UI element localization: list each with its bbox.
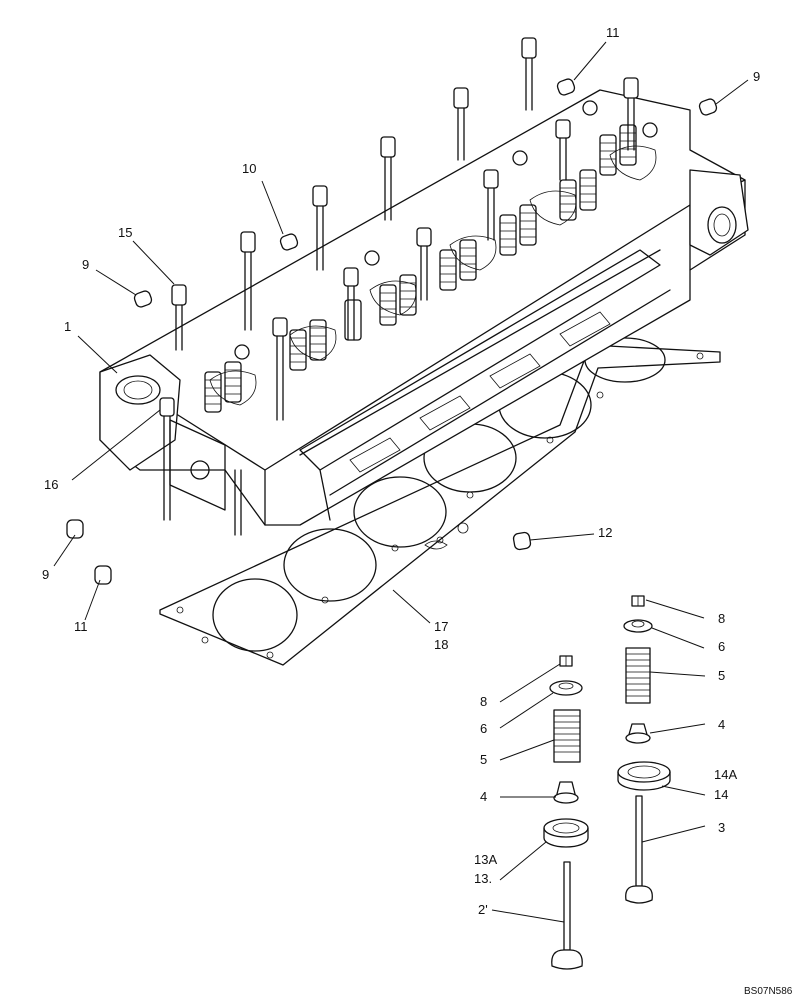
callout-14: 14 [714,787,729,802]
sleeve-9-bottom [66,519,84,539]
callout-8-left: 8 [480,694,488,709]
callout-11-bottom: 11 [74,619,88,634]
callout-8-right: 8 [718,611,726,626]
reference-code: BS07N586 [744,986,793,997]
sleeve-10 [279,233,299,251]
valve-keeper-right [631,595,645,607]
callout-3: 3 [718,820,726,835]
head-gasket [159,337,721,666]
valve-train-left [543,655,589,970]
sleeve-9-left [133,290,153,308]
sleeve-12 [512,531,532,551]
callout-6-left: 6 [480,721,488,736]
spring-retainer-right [623,619,653,633]
valve-train-right [617,595,671,904]
spring-retainer-left [549,680,583,696]
callout-5-left: 5 [480,752,488,767]
head-bolts [159,37,639,536]
valve-spring-left [553,709,581,763]
valve-keeper-left [559,655,573,667]
callout-9-top-right: 9 [753,69,761,84]
callout-6-right: 6 [718,639,726,654]
callout-16: 16 [44,477,59,492]
sleeve-9-top-right [698,98,718,116]
callout-2: 2' [478,902,488,917]
callout-10: 10 [242,161,257,176]
callout-9-bottom: 9 [42,567,50,582]
valve-seat-insert-left [543,818,589,848]
callout-1: 1 [64,319,72,334]
callout-15: 15 [118,225,133,240]
sleeve-11-top [556,78,576,96]
callout-4-right: 4 [718,717,726,732]
valve-seal-right [625,723,651,744]
callout-14a: 14A [714,767,738,782]
callout-17: 17 [434,619,449,634]
callout-13: 13. [474,871,493,886]
exhaust-valve [625,795,653,904]
dowel-sleeves [66,78,718,585]
callout-9-left: 9 [82,257,90,272]
valve-spring-right [625,647,651,704]
callout-18: 18 [434,637,449,652]
valve-seat-insert-right [617,761,671,791]
callout-11-top: 11 [606,25,620,40]
callout-12: 12 [598,525,613,540]
callout-4-left: 4 [480,789,488,804]
callout-5-right: 5 [718,668,726,683]
callout-13a: 13A [474,852,498,867]
sleeve-11-bottom [94,565,112,585]
valve-seal-left [553,781,579,804]
leader-lines [53,41,749,923]
intake-valve [551,861,583,970]
